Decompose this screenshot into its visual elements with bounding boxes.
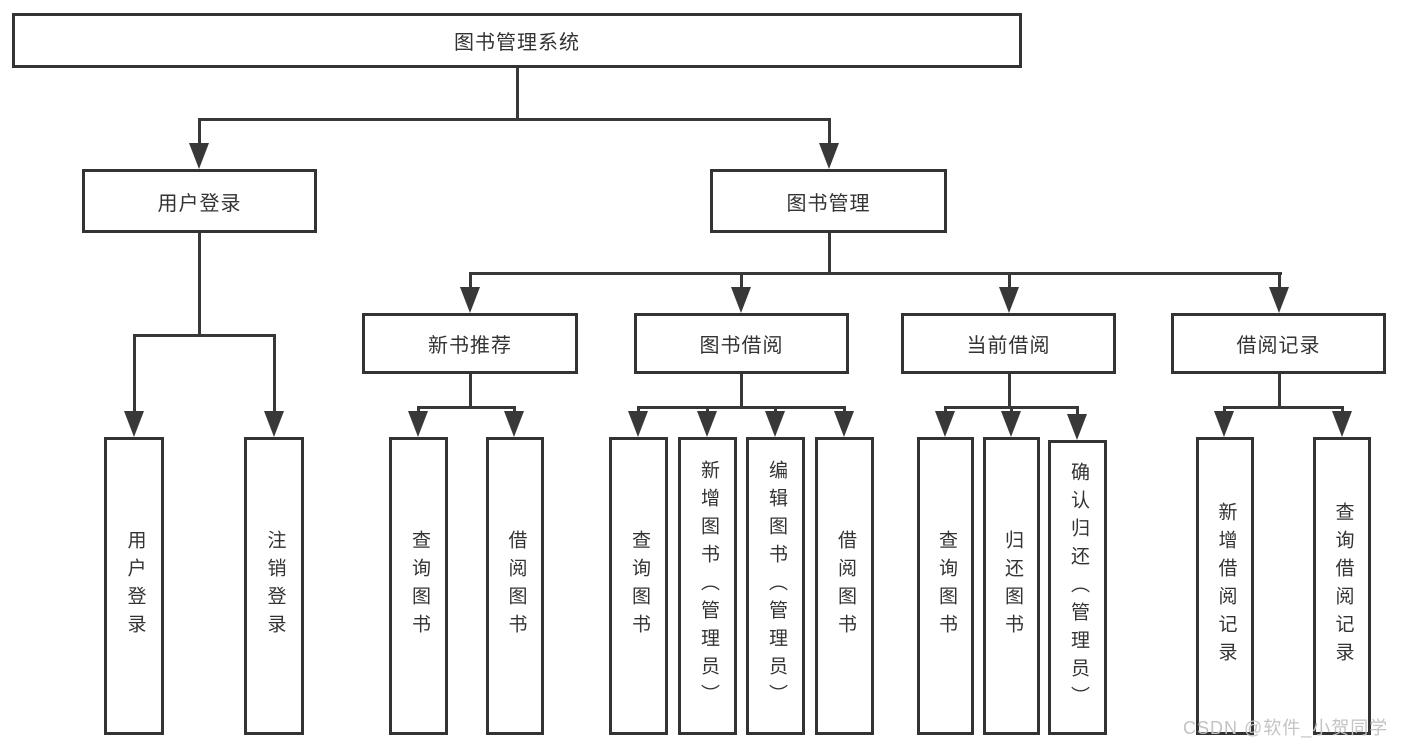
connector-bookmgmt-drop-2 xyxy=(740,272,743,290)
leaf-label: 查询借阅记录 xyxy=(1332,502,1354,670)
connector-current-drop-1 xyxy=(944,406,947,415)
connector-borrow-drop-3 xyxy=(774,406,777,415)
leaf-edit-books-admin: 编辑图书（管理员） xyxy=(746,437,805,735)
arrow-down-icon xyxy=(504,411,524,437)
leaf-add-borrow-record: 新增借阅记录 xyxy=(1196,437,1254,735)
node-book-management-label: 图书管理 xyxy=(786,192,871,215)
connector-newbook-drop-2 xyxy=(513,406,516,415)
leaf-user-login: 用户登录 xyxy=(104,437,164,735)
leaf-label: 查询图书 xyxy=(628,530,650,642)
leaf-label: 新增借阅记录 xyxy=(1215,502,1237,670)
connector-newbook-bar xyxy=(417,406,516,409)
arrow-down-icon xyxy=(819,143,839,169)
node-root: 图书管理系统 xyxy=(12,13,1022,68)
arrow-down-icon xyxy=(731,287,751,313)
arrow-down-icon xyxy=(628,411,648,437)
connector-root-stem xyxy=(516,68,519,120)
leaf-label: 查询图书 xyxy=(408,530,430,642)
connector-userlogin-bar xyxy=(133,334,276,337)
connector-newbook-stem xyxy=(469,374,472,408)
arrow-down-icon xyxy=(834,411,854,437)
connector-bookmgmt-stem xyxy=(828,232,831,274)
arrow-down-icon xyxy=(189,143,209,169)
connector-bookmgmt-drop-1 xyxy=(469,272,472,290)
leaf-label: 新增图书（管理员） xyxy=(697,460,719,712)
leaf-label: 归还图书 xyxy=(1001,530,1023,642)
connector-userlogin-stem xyxy=(198,232,201,336)
leaf-label: 用户登录 xyxy=(124,530,146,642)
connector-current-drop-2 xyxy=(1010,406,1013,415)
arrow-down-icon xyxy=(1269,287,1289,313)
connector-borrow-drop-4 xyxy=(843,406,846,415)
connector-borrow-drop-2 xyxy=(706,406,709,415)
connector-bookmgmt-drop-4 xyxy=(1278,272,1281,290)
connector-userlogin-drop-1 xyxy=(133,334,136,414)
leaf-label: 借阅图书 xyxy=(834,530,856,642)
leaf-label: 查询图书 xyxy=(935,530,957,642)
node-book-borrow-label: 图书借阅 xyxy=(699,335,784,357)
node-new-book-recommend: 新书推荐 xyxy=(362,313,578,374)
leaf-borrow-books-recommend: 借阅图书 xyxy=(486,437,544,735)
connector-current-stem xyxy=(1008,374,1011,408)
node-borrow-records: 借阅记录 xyxy=(1171,313,1386,374)
connector-borrow-drop-1 xyxy=(637,406,640,415)
leaf-label: 编辑图书（管理员） xyxy=(765,460,787,712)
arrow-down-icon xyxy=(1332,411,1352,437)
leaf-query-books-borrow: 查询图书 xyxy=(609,437,668,735)
connector-records-bar xyxy=(1223,406,1344,409)
arrow-down-icon xyxy=(1001,411,1021,437)
leaf-return-books: 归还图书 xyxy=(983,437,1040,735)
leaf-add-books-admin: 新增图书（管理员） xyxy=(678,437,737,735)
node-current-borrow: 当前借阅 xyxy=(901,313,1116,374)
node-root-label: 图书管理系统 xyxy=(454,32,580,54)
connector-root-drop-1 xyxy=(198,118,201,146)
leaf-label: 确认归还（管理员） xyxy=(1067,461,1089,714)
node-book-management: 图书管理 xyxy=(710,169,947,233)
connector-userlogin-drop-2 xyxy=(273,334,276,414)
connector-newbook-drop-1 xyxy=(417,406,420,415)
connector-root-bar xyxy=(198,118,831,121)
arrow-down-icon xyxy=(1214,411,1234,437)
leaf-label: 借阅图书 xyxy=(505,530,527,642)
connector-borrow-stem xyxy=(740,374,743,408)
arrow-down-icon xyxy=(935,411,955,437)
arrow-down-icon xyxy=(408,411,428,437)
arrow-down-icon xyxy=(999,287,1019,313)
leaf-query-borrow-record: 查询借阅记录 xyxy=(1313,437,1371,735)
arrow-down-icon xyxy=(697,411,717,437)
connector-records-drop-1 xyxy=(1223,406,1226,415)
connector-bookmgmt-drop-3 xyxy=(1008,272,1011,290)
node-current-borrow-label: 当前借阅 xyxy=(966,335,1051,357)
node-new-book-recommend-label: 新书推荐 xyxy=(428,335,512,357)
leaf-query-books-current: 查询图书 xyxy=(917,437,974,735)
arrow-down-icon xyxy=(264,411,284,437)
leaf-query-books-recommend: 查询图书 xyxy=(389,437,448,735)
connector-current-drop-3 xyxy=(1076,406,1079,418)
leaf-label: 注销登录 xyxy=(264,530,286,642)
leaf-borrow-books: 借阅图书 xyxy=(815,437,874,735)
node-borrow-records-label: 借阅记录 xyxy=(1236,335,1321,357)
connector-borrow-bar xyxy=(637,406,846,409)
node-user-login-label: 用户登录 xyxy=(157,192,242,215)
arrow-down-icon xyxy=(765,411,785,437)
csdn-watermark: CSDN @软件_小贺同学 xyxy=(1183,718,1389,738)
node-user-login: 用户登录 xyxy=(82,169,317,233)
arrow-down-icon xyxy=(124,411,144,437)
connector-records-stem xyxy=(1278,374,1281,408)
leaf-confirm-return-admin: 确认归还（管理员） xyxy=(1048,440,1107,735)
connector-records-drop-2 xyxy=(1341,406,1344,415)
connector-root-drop-2 xyxy=(828,118,831,146)
leaf-logout: 注销登录 xyxy=(244,437,304,735)
arrow-down-icon xyxy=(1067,414,1087,440)
node-book-borrow: 图书借阅 xyxy=(634,313,849,374)
connector-bookmgmt-bar xyxy=(469,272,1282,275)
arrow-down-icon xyxy=(460,287,480,313)
